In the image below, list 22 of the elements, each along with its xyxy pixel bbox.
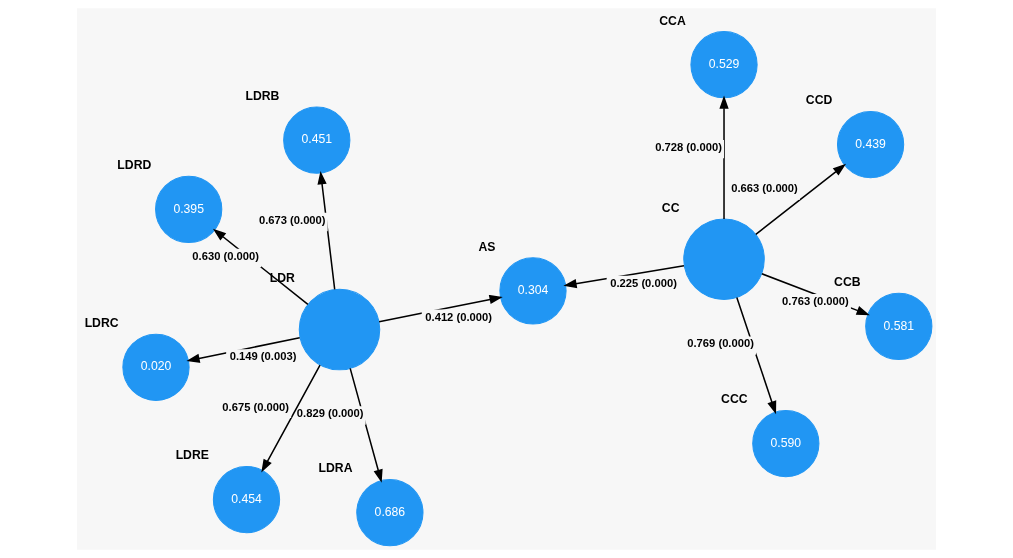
edge-label: 0.829 (0.000) [296, 407, 364, 420]
node-label: AS [478, 239, 496, 254]
node-label: LDRD [117, 158, 152, 173]
edge-label: 0.728 (0.000) [655, 141, 722, 154]
node-label: CCB [834, 275, 861, 290]
node-label: CCD [805, 93, 833, 108]
edge-label: 0.769 (0.000) [687, 337, 754, 350]
edge-label: 0.763 (0.000) [782, 295, 849, 308]
edge-label: 0.149 (0.003) [229, 350, 297, 363]
node-label: CCA [659, 13, 686, 28]
edge-label: 0.630 (0.000) [192, 249, 260, 262]
node-label: CC [661, 200, 680, 215]
node-label: LDRB [245, 89, 280, 104]
edge-label: 0.675 (0.000) [222, 400, 290, 413]
edge-label: 0.412 (0.000) [425, 310, 492, 323]
node-label: CCC [721, 392, 748, 407]
node-label: LDRC [84, 316, 119, 331]
edge-label: 0.663 (0.000) [731, 182, 798, 195]
edge-label: 0.673 (0.000) [258, 213, 326, 226]
node-label: LDRE [175, 448, 209, 463]
edge-label: 0.225 (0.000) [610, 276, 677, 289]
node-label: LDRA [318, 461, 353, 476]
